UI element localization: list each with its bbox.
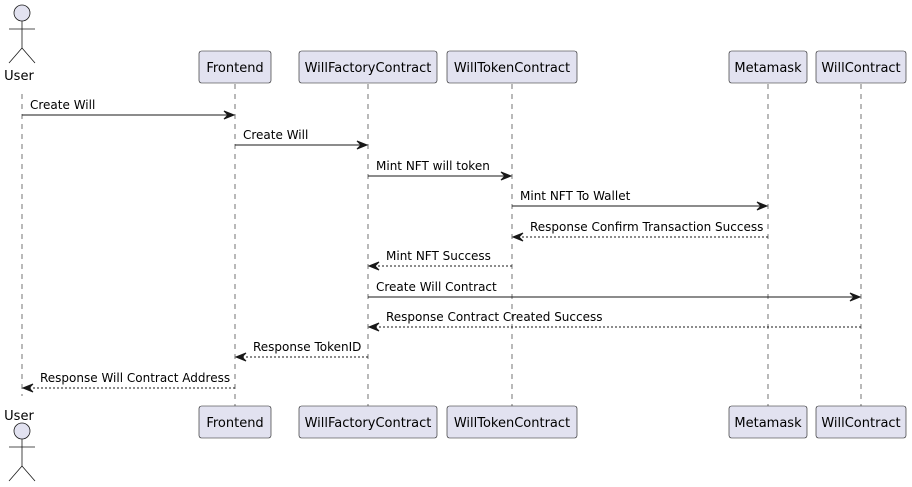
participant-label: WillTokenContract (454, 416, 570, 431)
participant-box (198, 50, 272, 84)
participant-token-top: WillTokenContract (446, 50, 578, 84)
participant-metamask-bottom: Metamask (728, 405, 808, 439)
participant-box (298, 50, 438, 84)
participant-label: Frontend (206, 61, 263, 76)
participant-label: WillContract (821, 416, 900, 431)
message-label: Create Will (243, 128, 308, 142)
participant-frontend-bottom: Frontend (198, 405, 272, 439)
lifelines (21, 84, 862, 406)
arrow-head (223, 110, 236, 120)
arrow-head (367, 261, 380, 271)
message-9: Response TokenID (234, 340, 368, 362)
actor-user-bottom: User (4, 409, 36, 482)
participant-label: Metamask (734, 416, 802, 431)
participant-label: WillContract (821, 61, 900, 76)
participant-label: WillFactoryContract (305, 61, 432, 76)
arrow-head (234, 352, 247, 362)
participant-token-bottom: WillTokenContract (446, 405, 578, 439)
message-2: Create Will (235, 128, 369, 150)
participant-box (446, 50, 578, 84)
participant-label: WillTokenContract (454, 61, 570, 76)
arrow-head (500, 171, 513, 181)
actor-leg-left (8, 47, 23, 64)
participant-will-bottom: WillContract (815, 405, 907, 439)
participant-box (728, 405, 808, 439)
message-7: Create Will Contract (368, 280, 862, 302)
participant-box (298, 405, 438, 439)
message-1: Create Will (22, 98, 236, 120)
message-8: Response Contract Created Success (367, 310, 861, 332)
actor-leg-right (21, 47, 36, 64)
participant-label: WillFactoryContract (305, 416, 432, 431)
message-5: Response Confirm Transaction Success (511, 220, 768, 242)
actor-head (13, 4, 31, 22)
participant-will-top: WillContract (815, 50, 907, 84)
arrow-head (367, 322, 380, 332)
actor-label: User (4, 69, 34, 84)
message-6: Mint NFT Success (367, 249, 512, 271)
message-label: Response Will Contract Address (40, 371, 230, 385)
actor-user-top: User (4, 4, 36, 84)
arrow-head (756, 201, 769, 211)
participant-factory-bottom: WillFactoryContract (298, 405, 438, 439)
participant-box (728, 50, 808, 84)
participant-box (815, 405, 907, 439)
participant-box (815, 50, 907, 84)
actor-leg-left (8, 465, 23, 482)
message-label: Create Will Contract (376, 280, 497, 294)
actor-label: User (4, 409, 34, 424)
message-label: Response Confirm Transaction Success (530, 220, 763, 234)
message-label: Response TokenID (253, 340, 361, 354)
arrow-head (849, 292, 862, 302)
arrow-head (511, 232, 524, 242)
participant-factory-top: WillFactoryContract (298, 50, 438, 84)
participant-boxes: FrontendFrontendWillFactoryContractWillF… (4, 4, 907, 482)
participant-metamask-top: Metamask (728, 50, 808, 84)
actor-leg-right (21, 465, 36, 482)
actor-head (13, 422, 31, 440)
message-4: Mint NFT To Wallet (512, 189, 769, 211)
message-label: Mint NFT Success (386, 249, 491, 263)
message-10: Response Will Contract Address (21, 371, 235, 393)
message-3: Mint NFT will token (368, 159, 513, 181)
arrow-head (21, 383, 34, 393)
message-label: Mint NFT To Wallet (520, 189, 631, 203)
participant-box (446, 405, 578, 439)
message-label: Create Will (30, 98, 95, 112)
message-label: Response Contract Created Success (386, 310, 603, 324)
message-label: Mint NFT will token (376, 159, 490, 173)
participant-box (198, 405, 272, 439)
participant-frontend-top: Frontend (198, 50, 272, 84)
arrow-head (356, 140, 369, 150)
participant-label: Frontend (206, 416, 263, 431)
participant-label: Metamask (734, 61, 802, 76)
